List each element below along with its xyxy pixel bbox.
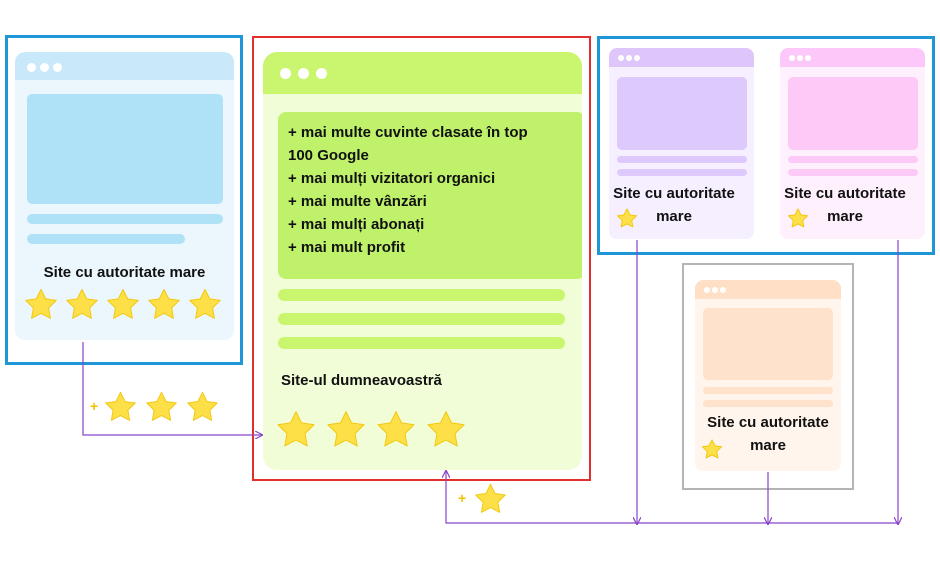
star-icon [475,483,506,513]
bottom-site-card: Site cu autoritate mare [695,280,841,471]
site-label: Site cu autoritate mare [707,414,829,454]
star-rating-icons [277,411,465,447]
window-dot-icon [634,55,640,61]
right-site-rating-pink [787,207,811,231]
text-line-placeholder [617,169,747,176]
window-dot-icon [789,55,795,61]
window-dot-icon [280,68,291,79]
star-icon [148,288,180,319]
text-line-placeholder [278,337,565,349]
star-icon [146,391,177,421]
star-rating-icons [616,208,638,228]
star-icon [187,391,218,421]
site-label: Site-ul dumneavoastră [281,372,442,389]
star-rating-icons [787,208,809,228]
main-site-card: + mai multe cuvinte clasate în top 100 G… [263,52,582,470]
text-line-placeholder [703,387,833,394]
window-dot-icon [40,63,49,72]
star-icon [701,439,723,459]
star-rating-icons [25,288,221,319]
left-site-rating [24,287,234,323]
star-icon [189,288,221,319]
star-rating-icons [701,439,723,459]
window-dot-icon [704,287,710,293]
text-line-placeholder [617,156,747,163]
browser-titlebar [780,48,925,67]
left-gain-plus: + [90,398,99,414]
window-dot-icon [720,287,726,293]
benefits-box: + mai multe cuvinte clasate în top 100 G… [278,112,582,279]
text-line-placeholder [278,313,565,325]
window-dot-icon [805,55,811,61]
text-line-placeholder [703,400,833,407]
window-dot-icon [712,287,718,293]
text-line-placeholder [788,169,918,176]
browser-titlebar [609,48,754,67]
window-dot-icon [618,55,624,61]
right-sites-frame [597,36,935,255]
star-icon [105,391,136,421]
benefit-item: + mai mult profit [288,239,406,256]
text-line-placeholder [27,214,223,224]
right-gain-stars [474,482,508,516]
site-label: Site cu autoritate mare [784,185,906,225]
browser-titlebar [263,52,582,94]
window-dot-icon [797,55,803,61]
benefit-item: + mai mulți abonați [288,216,425,233]
main-site-frame [252,36,591,481]
right-gain-plus: + [458,490,467,506]
star-icon [277,411,315,447]
site-label: Site cu autoritate mare [43,264,206,281]
star-icon [327,411,365,447]
browser-titlebar [15,52,234,80]
star-icon [787,208,809,228]
image-placeholder [27,94,223,204]
right-site-rating-purple [616,207,640,231]
star-icon [107,288,139,319]
window-dot-icon [316,68,327,79]
star-icon [25,288,57,319]
right-site-card-pink: Site cu autoritate mare [780,48,925,239]
window-dot-icon [53,63,62,72]
image-placeholder [788,77,918,150]
star-icon [616,208,638,228]
benefit-item: + mai multe vânzări [288,193,427,210]
benefit-item: + mai mulți vizitatori organici [288,170,496,187]
browser-titlebar [695,280,841,299]
text-line-placeholder [788,156,918,163]
text-line-placeholder [27,234,185,244]
image-placeholder [617,77,747,150]
main-site-rating [276,409,476,451]
left-gain-stars [104,390,230,424]
bottom-site-rating [701,438,725,462]
text-line-placeholder [278,289,565,301]
image-placeholder [703,308,833,380]
star-icon [377,411,415,447]
benefit-item: + mai multe cuvinte clasate în top 100 G… [288,124,528,164]
window-dot-icon [27,63,36,72]
star-icon [427,411,465,447]
star-rating-icons [105,391,218,421]
star-rating-icons [475,483,506,513]
window-dot-icon [298,68,309,79]
window-dot-icon [626,55,632,61]
site-label: Site cu autoritate mare [613,185,735,225]
star-icon [66,288,98,319]
right-site-card-purple: Site cu autoritate mare [609,48,754,239]
